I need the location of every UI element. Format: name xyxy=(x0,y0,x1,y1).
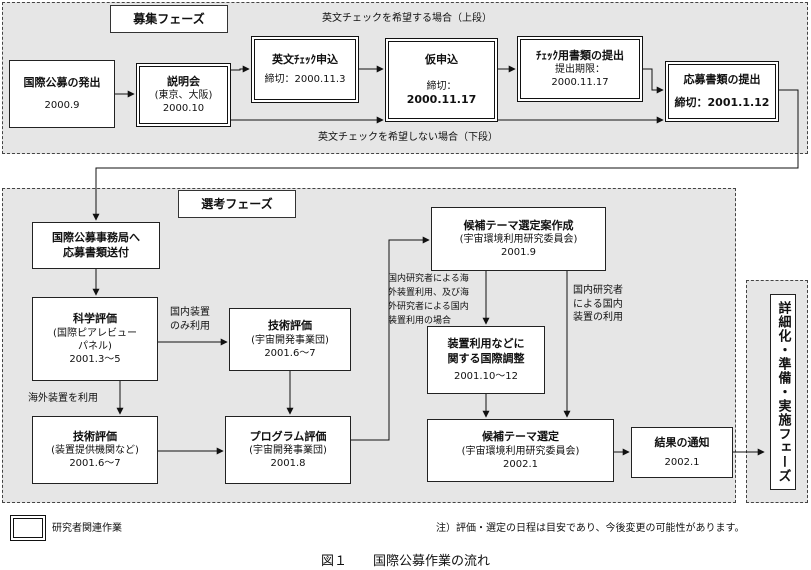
send-line1: 国際公募事務局へ xyxy=(52,231,140,245)
theme-sel-box: 候補テーマ選定 (宇宙環境利用研究委員会) 2002.1 xyxy=(427,419,614,482)
briefing-sub: (東京、大阪) xyxy=(154,90,213,102)
tech1-box: 技術評価 (宇宙開発事業団) 2001.6～7 xyxy=(229,308,351,371)
footnote: 注）評価・選定の日程は目安であり、今後変更の可能性があります。 xyxy=(436,523,745,534)
arrow-submit-send xyxy=(92,89,799,221)
notify-box: 結果の通知 2002.1 xyxy=(631,427,733,478)
check-docs-date: 2000.11.17 xyxy=(551,77,609,89)
briefing-box: 説明会 (東京、大阪) 2000.10 xyxy=(136,63,231,127)
theme-draft-title: 候補テーマ選定案作成 xyxy=(463,218,574,232)
briefing-date: 2000.10 xyxy=(162,103,205,115)
sci-date: 2001.3～5 xyxy=(69,353,121,365)
tech2-box: 技術評価 (装置提供機関など) 2001.6～7 xyxy=(32,416,158,484)
theme-sel-date: 2002.1 xyxy=(503,458,538,470)
tech2-date: 2001.6～7 xyxy=(69,458,121,470)
notify-date: 2002.1 xyxy=(664,457,700,469)
sci-sub2: パネル) xyxy=(78,340,112,352)
upper-route-label: 英文チェックを希望する場合（上段） xyxy=(322,13,492,24)
coord-date: 2001.10～12 xyxy=(453,370,519,382)
program-sub: (宇宙開発事業団) xyxy=(249,445,327,457)
select-phase-label: 選考フェーズ xyxy=(178,190,296,218)
sci-box: 科学評価 (国際ピアレビュー パネル) 2001.3～5 xyxy=(32,297,158,381)
eng-check-date: 締切：2000.11.3 xyxy=(264,74,346,86)
prelim-date: 2000.11.17 xyxy=(406,92,477,106)
legend-swatch xyxy=(10,515,46,541)
check-docs-box: ﾁｪｯｸ用書類の提出 提出期限： 2000.11.17 xyxy=(517,36,643,102)
prelim-sub: 締切： xyxy=(426,80,457,92)
intl-use-note: 国内研究者による海 外装置利用、及び海 外研究者による国内 装置利用の場合 xyxy=(388,274,470,326)
announce-box: 国際公募の発出 2000.9 xyxy=(9,60,115,128)
theme-sel-title: 候補テーマ選定 xyxy=(482,430,559,444)
theme-draft-box: 候補テーマ選定案作成 (宇宙環境利用研究委員会) 2001.9 xyxy=(431,207,606,271)
tech1-title: 技術評価 xyxy=(268,319,312,333)
eng-check-box: 英文ﾁｪｯｸ申込 締切：2000.11.3 xyxy=(251,36,359,103)
program-date: 2001.8 xyxy=(270,458,306,470)
coord-line2: 関する国際調整 xyxy=(447,351,525,365)
submit-box: 応募書類の提出 締切：2001.1.12 xyxy=(665,61,779,122)
eng-check-title: 英文ﾁｪｯｸ申込 xyxy=(272,52,338,66)
submit-title: 応募書類の提出 xyxy=(683,73,761,87)
send-box: 国際公募事務局へ 応募書類送付 xyxy=(32,222,160,269)
tech2-sub: (装置提供機関など) xyxy=(51,445,139,457)
prelim-title: 仮申込 xyxy=(425,53,458,67)
theme-sel-sub: (宇宙環境利用研究委員会) xyxy=(461,445,580,457)
domestic-only-note: 国内装置 のみ利用 xyxy=(170,307,210,332)
detail-phase-label: 詳細化・準備・実施フェーズ xyxy=(770,294,796,490)
theme-draft-date: 2001.9 xyxy=(501,247,536,259)
overseas-note: 海外装置を利用 xyxy=(28,393,98,404)
coord-box: 装置利用などに 関する国際調整 2001.10～12 xyxy=(427,326,545,394)
arrow-briefing-engcheck xyxy=(231,65,250,73)
tech1-sub: (宇宙開発事業団) xyxy=(251,334,329,346)
notify-title: 結果の通知 xyxy=(654,435,710,449)
send-line2: 応募書類送付 xyxy=(63,245,129,259)
tech1-date: 2001.6～7 xyxy=(264,347,316,359)
tech2-title: 技術評価 xyxy=(73,429,117,443)
arrow-program-themedraft xyxy=(351,236,430,441)
arrow-checkdocs-submit xyxy=(643,68,664,94)
recruit-phase-label: 募集フェーズ xyxy=(110,5,228,33)
theme-draft-sub: (宇宙環境利用研究委員会) xyxy=(459,234,578,246)
sci-sub1: (国際ピアレビュー xyxy=(53,327,137,339)
legend-label: 研究者関連作業 xyxy=(52,523,122,534)
submit-date: 締切：2001.1.12 xyxy=(674,95,770,109)
announce-title: 国際公募の発出 xyxy=(23,76,101,90)
program-box: プログラム評価 (宇宙開発事業団) 2001.8 xyxy=(225,416,351,484)
coord-line1: 装置利用などに xyxy=(447,337,525,351)
sci-title: 科学評価 xyxy=(73,312,117,326)
prelim-box: 仮申込 締切： 2000.11.17 xyxy=(385,38,498,122)
briefing-title: 説明会 xyxy=(167,74,200,88)
lower-route-label: 英文チェックを希望しない場合（下段） xyxy=(318,132,498,143)
check-docs-sub: 提出期限： xyxy=(555,64,605,76)
domestic-use-note: 国内研究者 による国内 装置の利用 xyxy=(573,285,623,323)
announce-date: 2000.9 xyxy=(44,99,80,111)
figure-caption: 図１ 国際公募作業の流れ xyxy=(320,554,490,569)
program-title: プログラム評価 xyxy=(249,429,327,443)
check-docs-title: ﾁｪｯｸ用書類の提出 xyxy=(536,48,624,62)
